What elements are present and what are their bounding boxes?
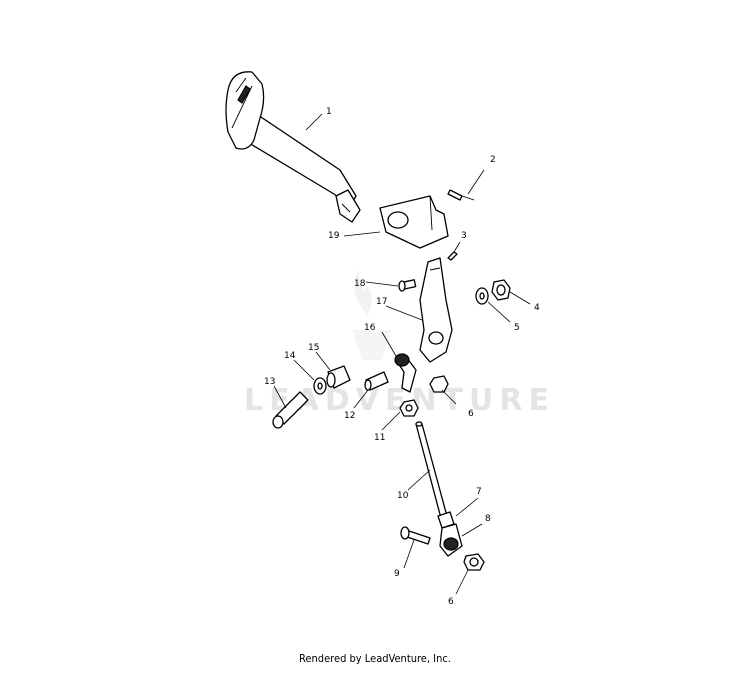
render-credit: Rendered by LeadVenture, Inc. <box>299 652 451 665</box>
part-15-bushing <box>326 365 351 389</box>
part-16-link-arm <box>394 353 417 393</box>
callout-8: 8 <box>485 514 491 524</box>
callout-6-lower: 6 <box>448 597 454 607</box>
part-2-pin <box>447 189 475 201</box>
callout-16: 16 <box>364 323 376 333</box>
part-6-nut-lower <box>463 553 485 571</box>
callout-4: 4 <box>534 303 540 313</box>
part-10-rod <box>415 421 449 523</box>
callout-19: 19 <box>328 231 340 241</box>
callout-12: 12 <box>344 411 355 421</box>
callout-11: 11 <box>374 433 385 443</box>
callout-3: 3 <box>461 231 467 241</box>
callout-15: 15 <box>308 343 319 353</box>
callout-10: 10 <box>397 491 409 501</box>
callout-7: 7 <box>476 487 482 497</box>
part-13-bolt <box>272 391 309 429</box>
part-12-spacer <box>364 371 389 391</box>
callout-9: 9 <box>394 569 400 579</box>
watermark-logo-mark <box>352 270 392 360</box>
part-18-bolt <box>398 279 417 292</box>
callout-18: 18 <box>354 279 366 289</box>
part-17-lever-bracket <box>419 257 453 363</box>
part-11-nut <box>399 399 419 417</box>
part-9-bolt <box>400 526 431 545</box>
callout-17: 17 <box>376 297 387 307</box>
part-1-brake-pedal <box>225 71 361 223</box>
part-5-washer <box>475 287 489 305</box>
callout-13: 13 <box>264 377 275 387</box>
part-4-nut <box>491 279 511 301</box>
callout-labels: 1 2 3 4 5 6 6 7 8 9 10 11 12 13 14 15 16… <box>264 107 540 607</box>
callout-1: 1 <box>326 107 332 117</box>
part-19-bracket <box>379 195 449 249</box>
callout-6-upper: 6 <box>468 409 474 419</box>
part-6-nut-upper <box>429 375 449 393</box>
part-14-washer <box>313 377 327 395</box>
leader-lines <box>273 113 531 595</box>
part-8-rod-end <box>439 523 463 557</box>
callout-2: 2 <box>490 155 496 165</box>
callout-14: 14 <box>284 351 296 361</box>
callout-5: 5 <box>514 323 520 333</box>
part-3-clip <box>447 251 458 261</box>
